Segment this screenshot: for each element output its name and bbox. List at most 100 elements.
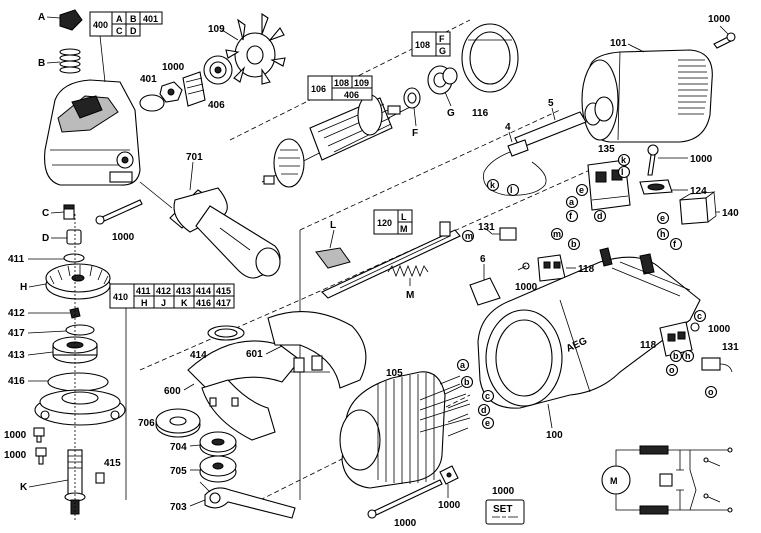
svg-text:e: e <box>579 185 584 195</box>
svg-text:M: M <box>610 476 618 486</box>
set-label: SET <box>493 504 512 515</box>
label-413: 413 <box>8 350 25 361</box>
label-118-right: 118 <box>640 340 657 351</box>
cable-protector-5 <box>514 96 614 149</box>
svg-text:106: 106 <box>311 84 326 94</box>
screw-1000-top-right <box>713 32 736 49</box>
spindle-pin-c <box>63 204 75 220</box>
side-handle-701 <box>139 181 281 279</box>
label-100: 100 <box>546 430 563 441</box>
svg-text:h: h <box>660 229 666 239</box>
label-1000-set: 1000 <box>492 486 515 497</box>
svg-text:o: o <box>669 365 675 375</box>
svg-text:108: 108 <box>334 78 349 88</box>
label-116: 116 <box>472 108 489 119</box>
motor-housing-101 <box>581 49 713 143</box>
svg-text:l: l <box>510 185 513 195</box>
key-415 <box>95 472 105 484</box>
bearing-g <box>427 65 458 95</box>
label-1000-left-1: 1000 <box>4 430 27 441</box>
label-4: 4 <box>505 122 511 133</box>
svg-text:o: o <box>708 387 714 397</box>
label-406: 406 <box>208 100 225 111</box>
kit-table-120: 120 L M <box>373 209 413 235</box>
circlip-401 <box>139 94 165 112</box>
label-1000-top: 1000 <box>162 62 185 73</box>
label-105: 105 <box>386 368 403 379</box>
label-6: 6 <box>480 254 486 265</box>
label-1000-bottom-clip: 1000 <box>438 500 461 511</box>
svg-text:e: e <box>660 213 665 223</box>
label-412: 412 <box>8 308 25 319</box>
label-416: 416 <box>8 376 25 387</box>
circlip-411 <box>63 253 85 263</box>
spring-m <box>387 264 429 278</box>
label-415: 415 <box>104 458 121 469</box>
suppressor-140 <box>679 191 717 225</box>
svg-text:a: a <box>460 360 466 370</box>
svg-text:G: G <box>439 46 446 56</box>
flange-706 <box>155 408 201 438</box>
label-k: K <box>20 482 28 493</box>
baffle-ring-116 <box>461 23 519 93</box>
svg-text:f: f <box>569 211 573 221</box>
spanner-703 <box>199 481 296 519</box>
label-1000-housing: 1000 <box>112 232 135 243</box>
svg-text:e: e <box>485 418 490 428</box>
label-131-right: 131 <box>722 342 739 353</box>
svg-text:414: 414 <box>196 286 211 296</box>
flange-704 <box>199 431 237 457</box>
section-divider-guard <box>139 169 591 371</box>
screw-1000-switch <box>647 144 659 176</box>
svg-text:M: M <box>400 224 408 234</box>
screw-1000-housing <box>95 199 143 225</box>
svg-text:417: 417 <box>216 298 231 308</box>
wheel-guard-600 <box>187 340 301 441</box>
set-box <box>485 499 525 525</box>
kit-table-108: 108 F G <box>411 31 451 57</box>
key-412 <box>69 307 81 319</box>
armature-106 <box>261 94 421 188</box>
wiring-schematic: M <box>594 440 754 520</box>
washer-417 <box>65 324 95 336</box>
bearing-f <box>403 87 421 109</box>
svg-text:J: J <box>161 298 166 308</box>
label-118-top: 118 <box>578 264 595 275</box>
svg-text:d: d <box>481 405 487 415</box>
svg-text:B: B <box>130 14 137 24</box>
motor-housing-100 <box>477 247 701 409</box>
kit-table-106: 106 108 109 406 <box>307 75 373 101</box>
label-417: 417 <box>8 328 25 339</box>
washer-414-inner <box>214 328 238 338</box>
screw-1000-left-1 <box>33 427 45 443</box>
switch-bar-120 <box>321 221 461 299</box>
pinion-gear <box>182 71 206 107</box>
label-l: L <box>330 220 336 231</box>
label-g: G <box>447 108 455 119</box>
svg-text:416: 416 <box>196 298 211 308</box>
svg-text:b: b <box>673 351 679 361</box>
svg-text:H: H <box>141 298 148 308</box>
svg-text:108: 108 <box>415 40 430 50</box>
kit-table-410: 410 411 412 413 414 415 H J K 416 417 <box>109 283 235 500</box>
svg-text:400: 400 <box>93 20 108 30</box>
screw-1000-bottom-long <box>367 479 443 519</box>
label-124: 124 <box>690 186 707 197</box>
svg-text:m: m <box>465 231 473 241</box>
label-135: 135 <box>598 144 615 155</box>
nut-1000-top <box>159 81 183 103</box>
svg-text:L: L <box>401 212 407 222</box>
label-1000-switch: 1000 <box>690 154 713 165</box>
svg-text:b: b <box>571 239 577 249</box>
bush-d <box>66 229 82 245</box>
svg-text:D: D <box>130 26 137 36</box>
wheel-guard-601 <box>267 311 367 389</box>
nut-705 <box>199 455 237 483</box>
field-coil-105 <box>339 371 471 489</box>
svg-text:c: c <box>485 391 490 401</box>
label-705: 705 <box>170 466 187 477</box>
rating-plate-6 <box>469 277 501 306</box>
part-labels: A B C D 411 H 412 417 413 416 1000 1000 … <box>4 12 739 529</box>
label-131-top: 131 <box>478 222 495 233</box>
svg-text:412: 412 <box>156 286 171 296</box>
